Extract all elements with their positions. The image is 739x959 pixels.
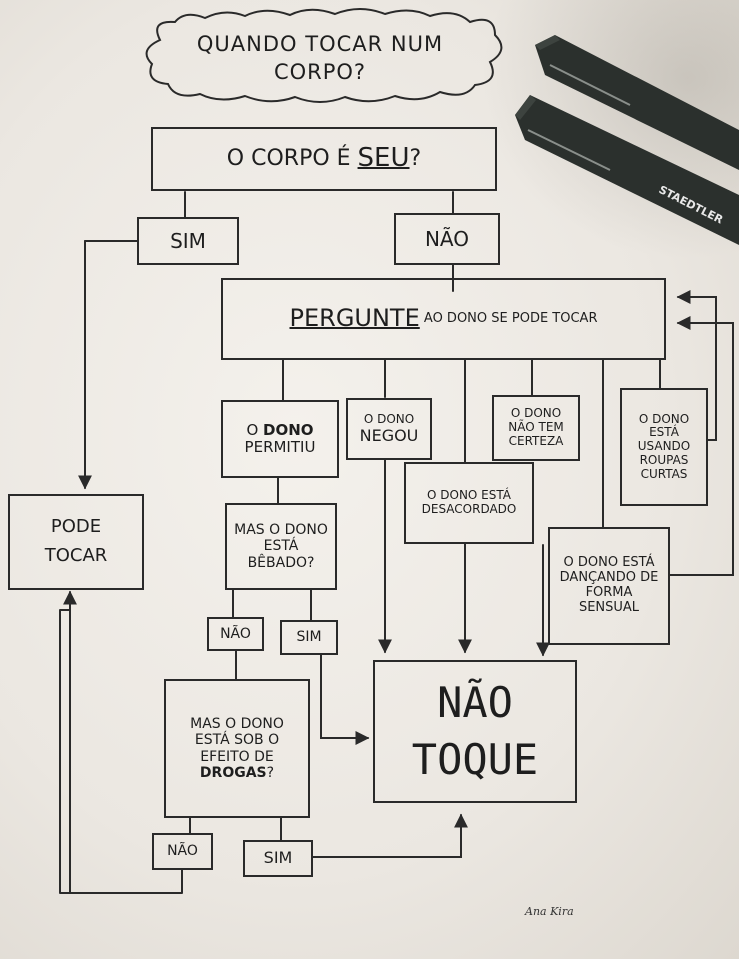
denied-box: O DONO NEGOU (346, 398, 432, 460)
drugs-suffix: ? (266, 764, 275, 781)
drunk-yes-box: SIM (280, 620, 338, 655)
allowed-line2: PERMITIU (244, 438, 316, 456)
allowed-line1: O (246, 420, 259, 439)
artist-signature: Ana Kira (525, 905, 574, 918)
drugs-no-box: NÃO (152, 833, 213, 870)
no-box: NÃO (394, 213, 500, 265)
allowed-emphasis: DONO (263, 420, 314, 439)
feedback-dancing (669, 316, 734, 576)
question-suffix: ? (409, 146, 422, 172)
drunk-no-box: NÃO (207, 617, 264, 651)
ask-emphasis: PERGUNTE (289, 304, 420, 333)
pens-illustration: STAEDTLER (515, 35, 739, 245)
ask-rest: AO DONO SE PODE TOCAR (423, 310, 598, 326)
title-text: QUANDO TOCAR NUM CORPO? (196, 31, 444, 84)
title-cloud (145, 8, 503, 103)
drugs-box: MAS O DONO ESTÁ SOB O EFEITO DE DROGAS? (164, 679, 310, 818)
ask-box: PERGUNTE AO DONO SE PODE TOCAR (221, 278, 666, 360)
can-touch-box: PODE TOCAR (8, 494, 144, 590)
question-prefix: O CORPO É (226, 146, 351, 172)
unconscious-box: O DONO ESTÁ DESACORDADO (404, 462, 534, 544)
feedback-short-clothes (676, 290, 717, 441)
allowed-box: O DONO PERMITIU (221, 400, 339, 478)
drunk-box: MAS O DONO ESTÁ BÊBADO? (225, 503, 337, 590)
dont-touch-box: NÃO TOQUE (373, 660, 577, 803)
dancing-box: O DONO ESTÁ DANÇANDO DE FORMA SENSUAL (548, 527, 670, 645)
pen-top (535, 35, 739, 170)
short-clothes-box: O DONO ESTÁ USANDO ROUPAS CURTAS (620, 388, 708, 506)
yes-box: SIM (137, 217, 239, 265)
question-emphasis: SEU (357, 143, 410, 174)
pen-bottom (515, 95, 739, 245)
denied-line2: NEGOU (359, 425, 419, 445)
question-box: O CORPO É SEU ? (151, 127, 497, 191)
drugs-yes-box: SIM (243, 840, 313, 877)
denied-line1: O DONO (363, 411, 415, 426)
drugs-text: MAS O DONO ESTÁ SOB O EFEITO DE (190, 716, 284, 765)
unsure-box: O DONO NÃO TEM CERTEZA (492, 395, 580, 461)
drugs-emphasis: DROGAS (199, 764, 267, 781)
